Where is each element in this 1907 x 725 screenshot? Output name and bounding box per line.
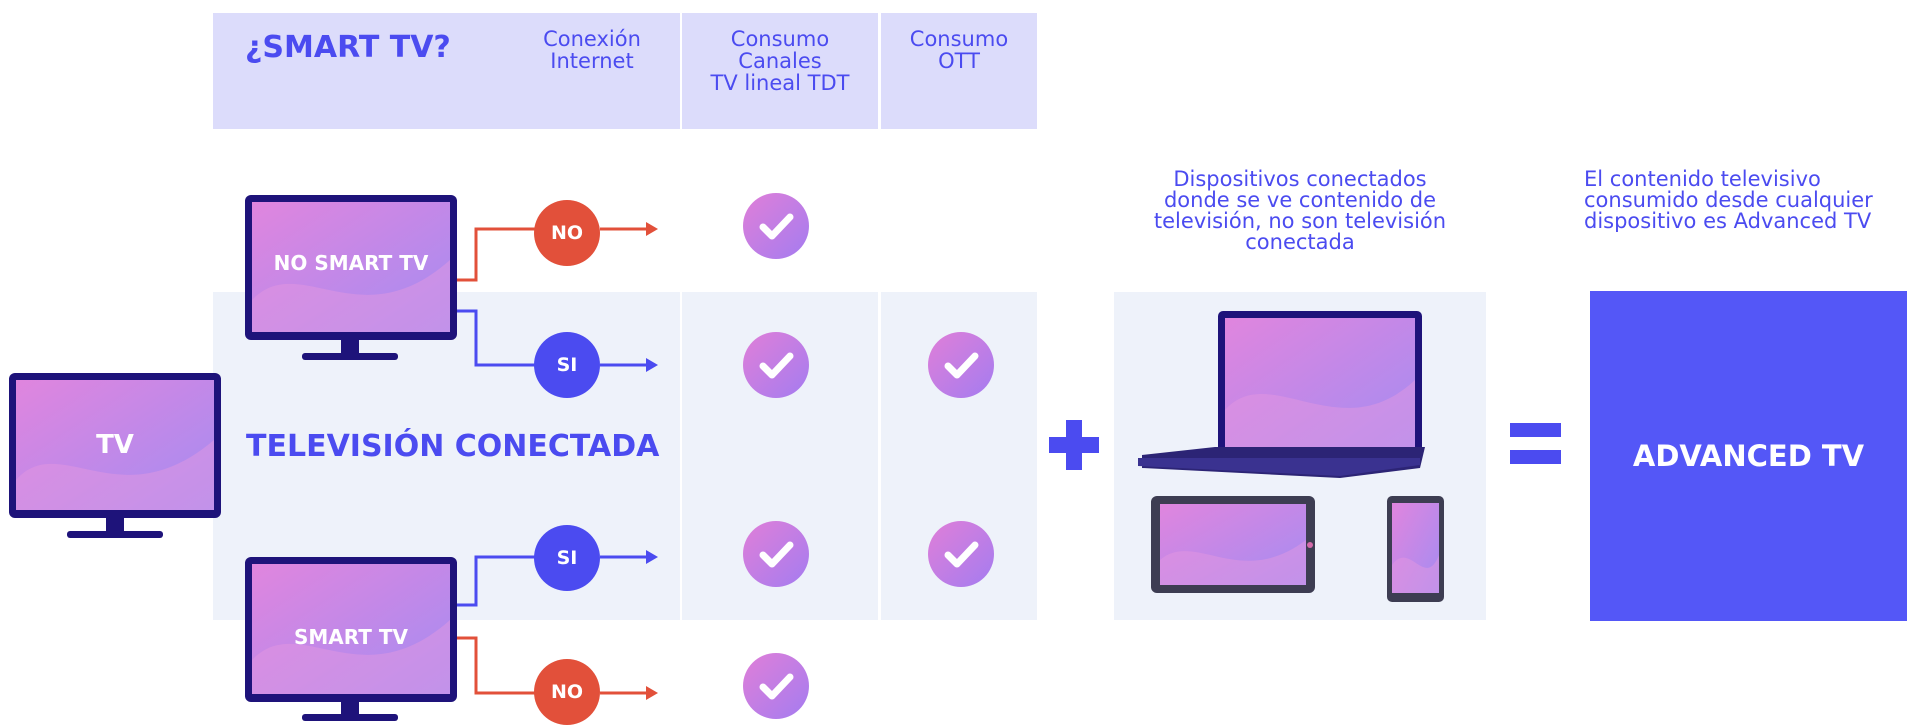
header-col-tdt: Consumo Canales TV lineal TDT	[710, 27, 850, 95]
smart-no-line	[455, 636, 535, 695]
smart-si-line	[455, 555, 535, 607]
header-bg-main	[213, 13, 680, 129]
no-smart-si-badge: SI	[534, 332, 600, 398]
no-smart-si-arrowhead	[646, 358, 658, 372]
no-smart-tv-label: NO SMART TV	[273, 251, 429, 275]
plus-icon	[1049, 420, 1099, 470]
smart-si-badge: SI	[534, 525, 600, 591]
smart-si-arrowhead	[646, 550, 658, 564]
tablet-icon	[1151, 496, 1315, 593]
devices-note: Dispositivos conectados donde se ve cont…	[1153, 167, 1447, 254]
no-smart-tv-icon	[245, 195, 457, 360]
advanced-tv-box: ADVANCED TV	[1590, 291, 1907, 621]
check-icon	[743, 332, 809, 398]
header-bg-ott	[881, 13, 1037, 129]
tv-icon	[9, 373, 221, 538]
header-bg-tdt	[682, 13, 878, 129]
laptop-icon	[1138, 311, 1425, 478]
no-smart-si-line	[455, 309, 535, 367]
connected-tv-label: TELEVISIÓN CONECTADA	[246, 429, 660, 464]
check-icon	[743, 653, 809, 719]
smart-tv-icon	[245, 557, 457, 721]
check-icon	[928, 521, 994, 587]
no-smart-no-arrowhead	[646, 222, 658, 236]
no-smart-no-line	[455, 227, 535, 282]
tv-main-label: TV	[96, 430, 134, 460]
smart-no-arrowhead	[646, 686, 658, 700]
smart-tv-label: SMART TV	[293, 625, 408, 649]
header-col-ott: Consumo OTT	[909, 27, 1009, 73]
header-title: ¿SMART TV?	[245, 30, 451, 65]
check-icon	[743, 193, 809, 259]
header-col-internet: Conexión Internet	[543, 27, 641, 73]
check-icon	[743, 521, 809, 587]
check-icon	[928, 332, 994, 398]
no-smart-no-badge: NO	[534, 200, 600, 266]
advanced-note: El contenido televisivo consumido desde …	[1584, 169, 1873, 232]
smart-no-badge: NO	[534, 659, 600, 725]
phone-icon	[1387, 496, 1444, 602]
equals-icon	[1510, 423, 1561, 464]
